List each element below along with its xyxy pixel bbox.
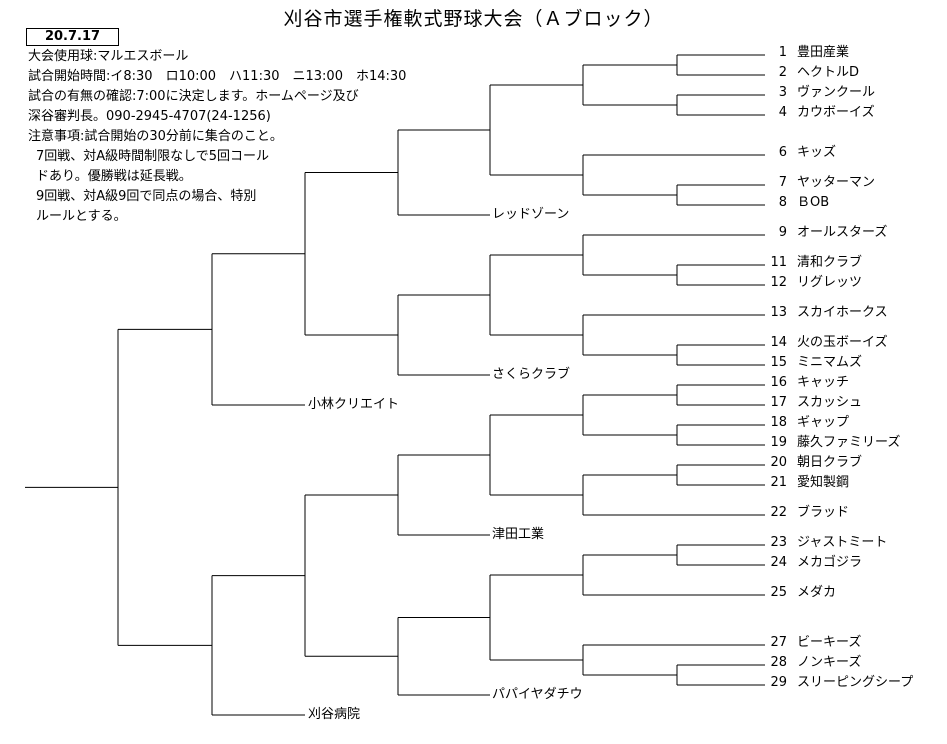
team-name: ギャップ — [797, 415, 850, 430]
team-entry: 15 ミニマムズ — [769, 355, 862, 371]
winner-label: レッドゾーン — [492, 207, 570, 222]
team-entry: 17 スカッシュ — [769, 395, 862, 411]
team-entry: 18 ギャップ — [769, 415, 849, 431]
team-name: 愛知製鋼 — [797, 475, 850, 490]
team-number: 29 — [770, 675, 787, 690]
team-entry: 7 ヤッターマン — [769, 175, 875, 191]
team-name: リグレッツ — [797, 275, 863, 290]
team-name: ノンキーズ — [797, 655, 862, 670]
team-name: ミニマムズ — [797, 355, 863, 370]
team-name: 火の玉ボーイズ — [797, 335, 888, 350]
winner-label: 刈谷病院 — [308, 707, 361, 722]
team-name: スリーピングシープ — [797, 675, 914, 690]
team-entry: 23 ジャストミート — [769, 535, 887, 551]
team-number: 23 — [770, 535, 787, 550]
team-entry: 22 ブラッド — [769, 505, 849, 521]
note-line: 試合開始時間:イ8:30 ロ10:00 ハ11:30 ニ13:00 ホ14:30 — [28, 69, 407, 84]
team-number: 4 — [778, 105, 787, 120]
team-name: 清和クラブ — [797, 255, 863, 270]
note-line: ルールとする。 — [36, 209, 127, 224]
team-number: 11 — [770, 255, 787, 270]
team-number: 20 — [770, 455, 787, 470]
team-name: 藤久ファミリーズ — [797, 435, 901, 450]
team-entry: 16 キャッチ — [769, 375, 849, 391]
team-entry: 19 藤久ファミリーズ — [769, 435, 900, 451]
page-title: 刈谷市選手権軟式野球大会（Ａブロック） — [283, 8, 664, 30]
team-name: メダカ — [797, 585, 837, 600]
team-number: 12 — [770, 275, 787, 290]
team-number: 19 — [770, 435, 787, 450]
team-entry: 1 豊田産業 — [769, 45, 849, 61]
team-number: 1 — [778, 45, 787, 60]
team-name: ヘクトルD — [797, 65, 860, 80]
team-entry: 24 メカゴジラ — [769, 555, 862, 571]
team-number: 27 — [770, 635, 787, 650]
team-entry: 27 ビーキーズ — [769, 635, 861, 651]
team-name: スカイホークス — [797, 305, 888, 320]
team-entry: 6 キッズ — [769, 145, 836, 161]
team-number: 7 — [778, 175, 787, 190]
team-number: 13 — [770, 305, 787, 320]
team-entry: 9 オールスターズ — [769, 225, 888, 241]
note-line: 大会使用球:マルエスボール — [28, 49, 189, 64]
team-number: 14 — [770, 335, 787, 350]
team-name: ブラッド — [797, 505, 850, 520]
team-entry: 21 愛知製鋼 — [769, 475, 849, 491]
note-line: 注意事項:試合開始の30分前に集合のこと。 — [28, 129, 283, 144]
team-entry: 28 ノンキーズ — [769, 655, 861, 671]
team-number: 9 — [778, 225, 787, 240]
team-number: 24 — [770, 555, 787, 570]
team-entry: 29 スリーピングシープ — [769, 675, 913, 691]
team-number: 2 — [778, 65, 787, 80]
team-number: 6 — [778, 145, 787, 160]
team-number: 22 — [770, 505, 787, 520]
team-entry: 4 カウボーイズ — [769, 105, 875, 121]
team-name: 朝日クラブ — [797, 455, 863, 470]
team-name: キャッチ — [797, 375, 850, 390]
team-number: 17 — [770, 395, 787, 410]
team-number: 3 — [778, 85, 787, 100]
team-number: 15 — [770, 355, 787, 370]
winner-label: パパイヤダチウ — [492, 687, 583, 702]
note-line: 深谷審判長。090-2945-4707(24-1256) — [28, 109, 271, 124]
team-number: 16 — [770, 375, 787, 390]
date-box: 20.7.17 — [26, 28, 119, 46]
team-number: 25 — [770, 585, 787, 600]
winner-label: さくらクラブ — [492, 367, 571, 382]
note-line: 7回戦、対A級時間制限なしで5回コール — [36, 149, 270, 164]
winner-label: 津田工業 — [492, 527, 545, 542]
team-entry: 2 ヘクトルD — [769, 65, 859, 81]
winner-label: 小林クリエイト — [308, 397, 400, 412]
note-line: ドあり。優勝戦は延長戦。 — [36, 169, 192, 184]
team-name: ＢOB — [797, 195, 830, 210]
team-name: メカゴジラ — [797, 555, 863, 570]
team-entry: 12 リグレッツ — [769, 275, 862, 291]
team-name: スカッシュ — [797, 395, 863, 410]
team-entry: 8 ＢOB — [769, 195, 829, 211]
team-entry: 3 ヴァンクール — [769, 85, 875, 101]
team-entry: 20 朝日クラブ — [769, 455, 862, 471]
team-name: カウボーイズ — [797, 105, 875, 120]
team-entry: 11 清和クラブ — [769, 255, 862, 271]
team-name: ヤッターマン — [797, 175, 876, 190]
notes-block: 大会使用球:マルエスボール試合開始時間:イ8:30 ロ10:00 ハ11:30 … — [28, 47, 406, 227]
team-number: 18 — [770, 415, 787, 430]
team-name: ジャストミート — [797, 535, 888, 550]
team-name: ビーキーズ — [797, 635, 862, 650]
note-line: 9回戦、対A級9回で同点の場合、特別 — [36, 189, 257, 204]
team-name: キッズ — [797, 145, 837, 160]
team-number: 28 — [770, 655, 787, 670]
note-line: 試合の有無の確認:7:00に決定します。ホームページ及び — [28, 89, 359, 104]
team-number: 8 — [778, 195, 787, 210]
team-entry: 14 火の玉ボーイズ — [769, 335, 888, 351]
team-entry: 13 スカイホークス — [769, 305, 888, 321]
team-name: 豊田産業 — [797, 45, 850, 60]
team-number: 21 — [770, 475, 787, 490]
team-entry: 25 メダカ — [769, 585, 836, 601]
team-name: オールスターズ — [797, 225, 888, 240]
team-name: ヴァンクール — [797, 85, 876, 100]
